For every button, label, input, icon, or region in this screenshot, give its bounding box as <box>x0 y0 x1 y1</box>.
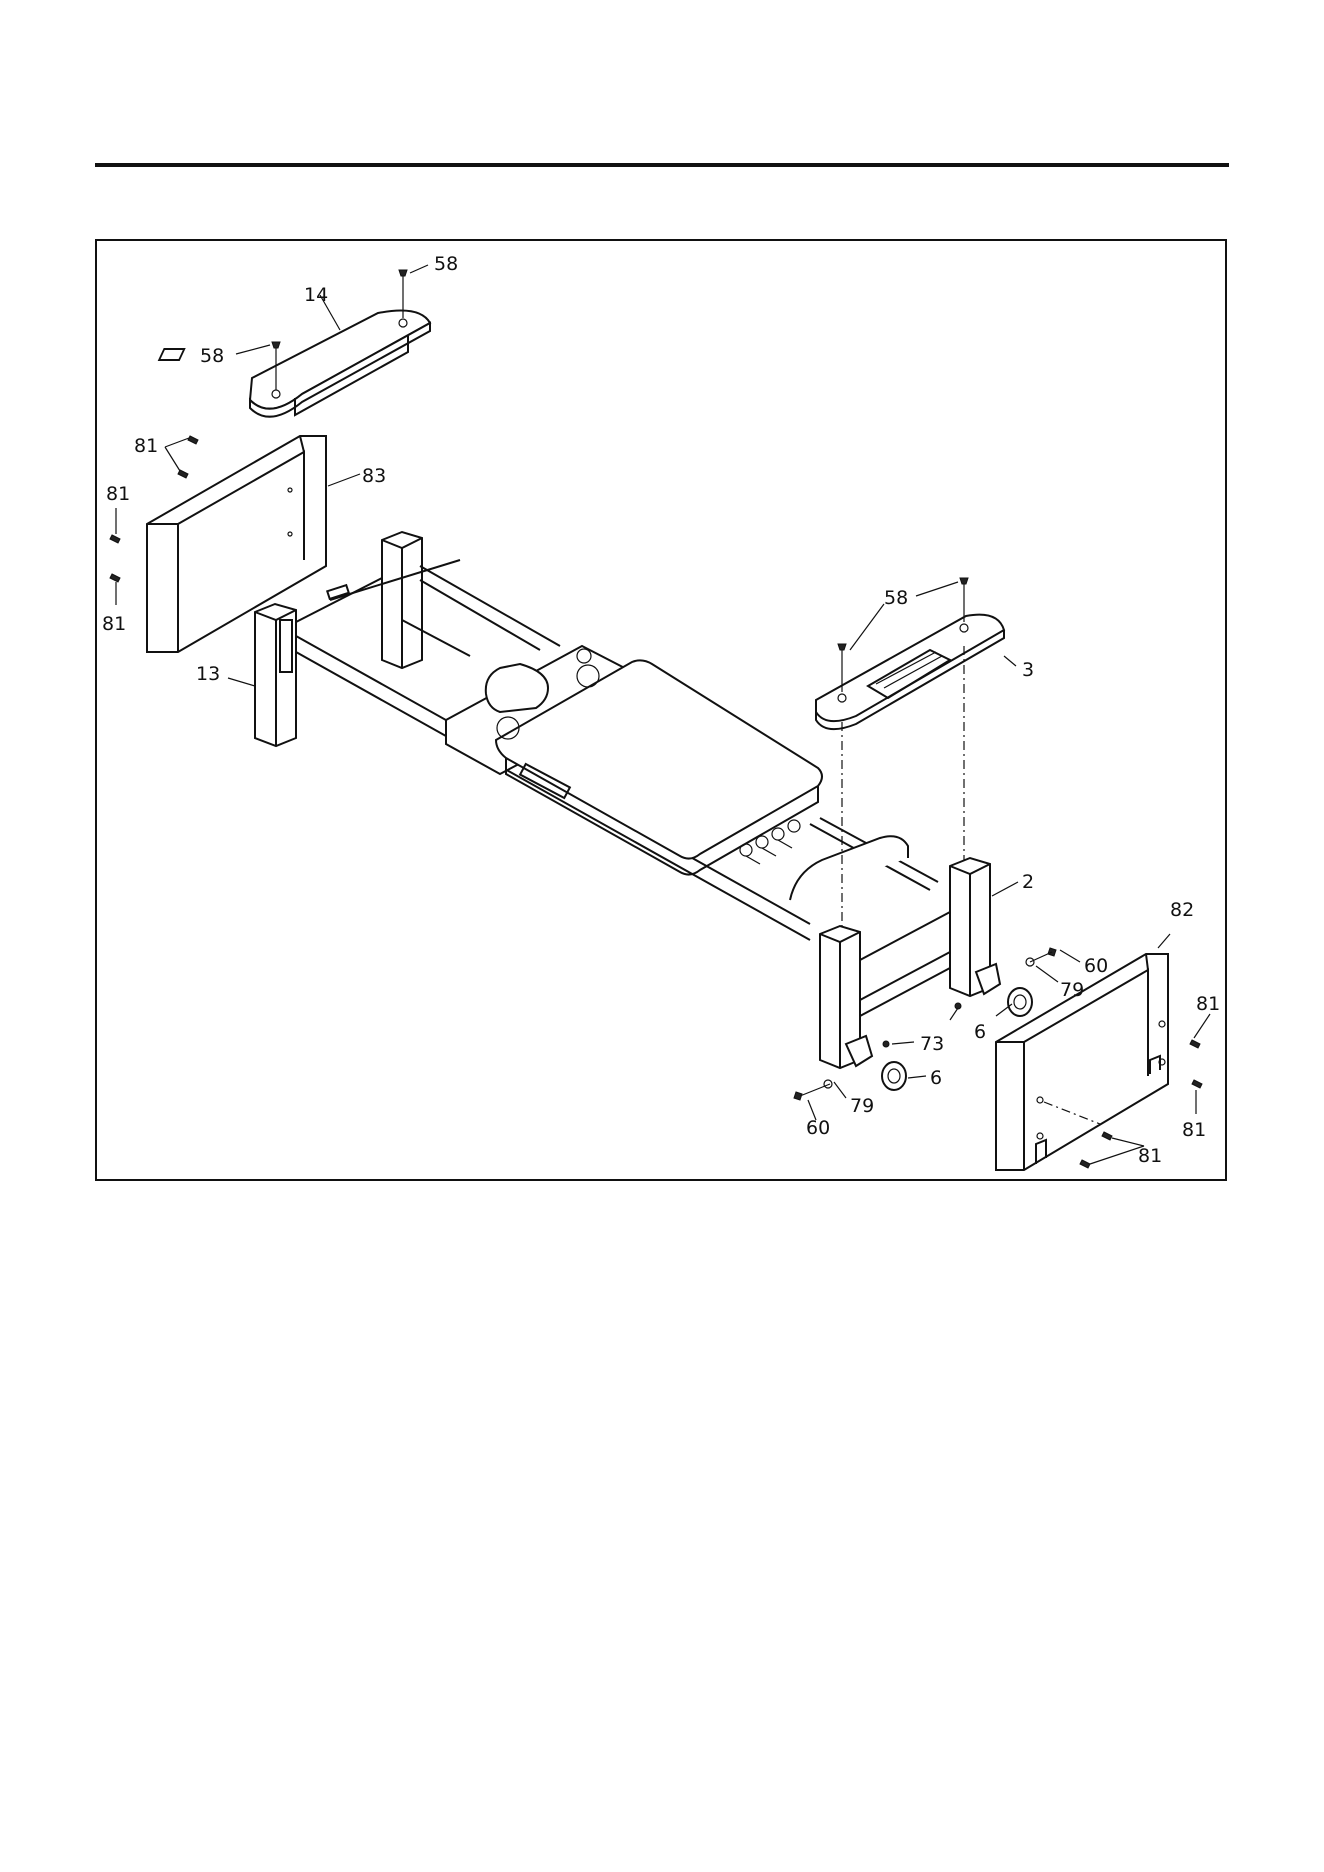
label-81: 81 <box>1138 1145 1162 1167</box>
label-81: 81 <box>102 613 126 635</box>
label-60: 60 <box>806 1117 830 1139</box>
label-81: 81 <box>106 483 130 505</box>
label-58: 58 <box>434 253 458 275</box>
label-60: 60 <box>1084 955 1108 977</box>
label-79: 79 <box>1060 979 1084 1001</box>
label-13: 13 <box>196 663 220 685</box>
label-81: 81 <box>134 435 158 457</box>
label-6: 6 <box>974 1021 986 1043</box>
label-81: 81 <box>1182 1119 1206 1141</box>
label-14: 14 <box>304 284 328 306</box>
screw-58-top <box>399 265 428 318</box>
label-2: 2 <box>1022 871 1034 893</box>
part-3-platform <box>816 615 1004 730</box>
label-58: 58 <box>884 587 908 609</box>
label-58: 58 <box>200 345 224 367</box>
label-3: 3 <box>1022 659 1034 681</box>
label-81: 81 <box>1196 993 1220 1015</box>
label-73: 73 <box>920 1033 944 1055</box>
label-6: 6 <box>930 1067 942 1089</box>
label-83: 83 <box>362 465 386 487</box>
part-2-front-legs <box>820 858 1000 1068</box>
label-79: 79 <box>850 1095 874 1117</box>
label-82: 82 <box>1170 899 1194 921</box>
